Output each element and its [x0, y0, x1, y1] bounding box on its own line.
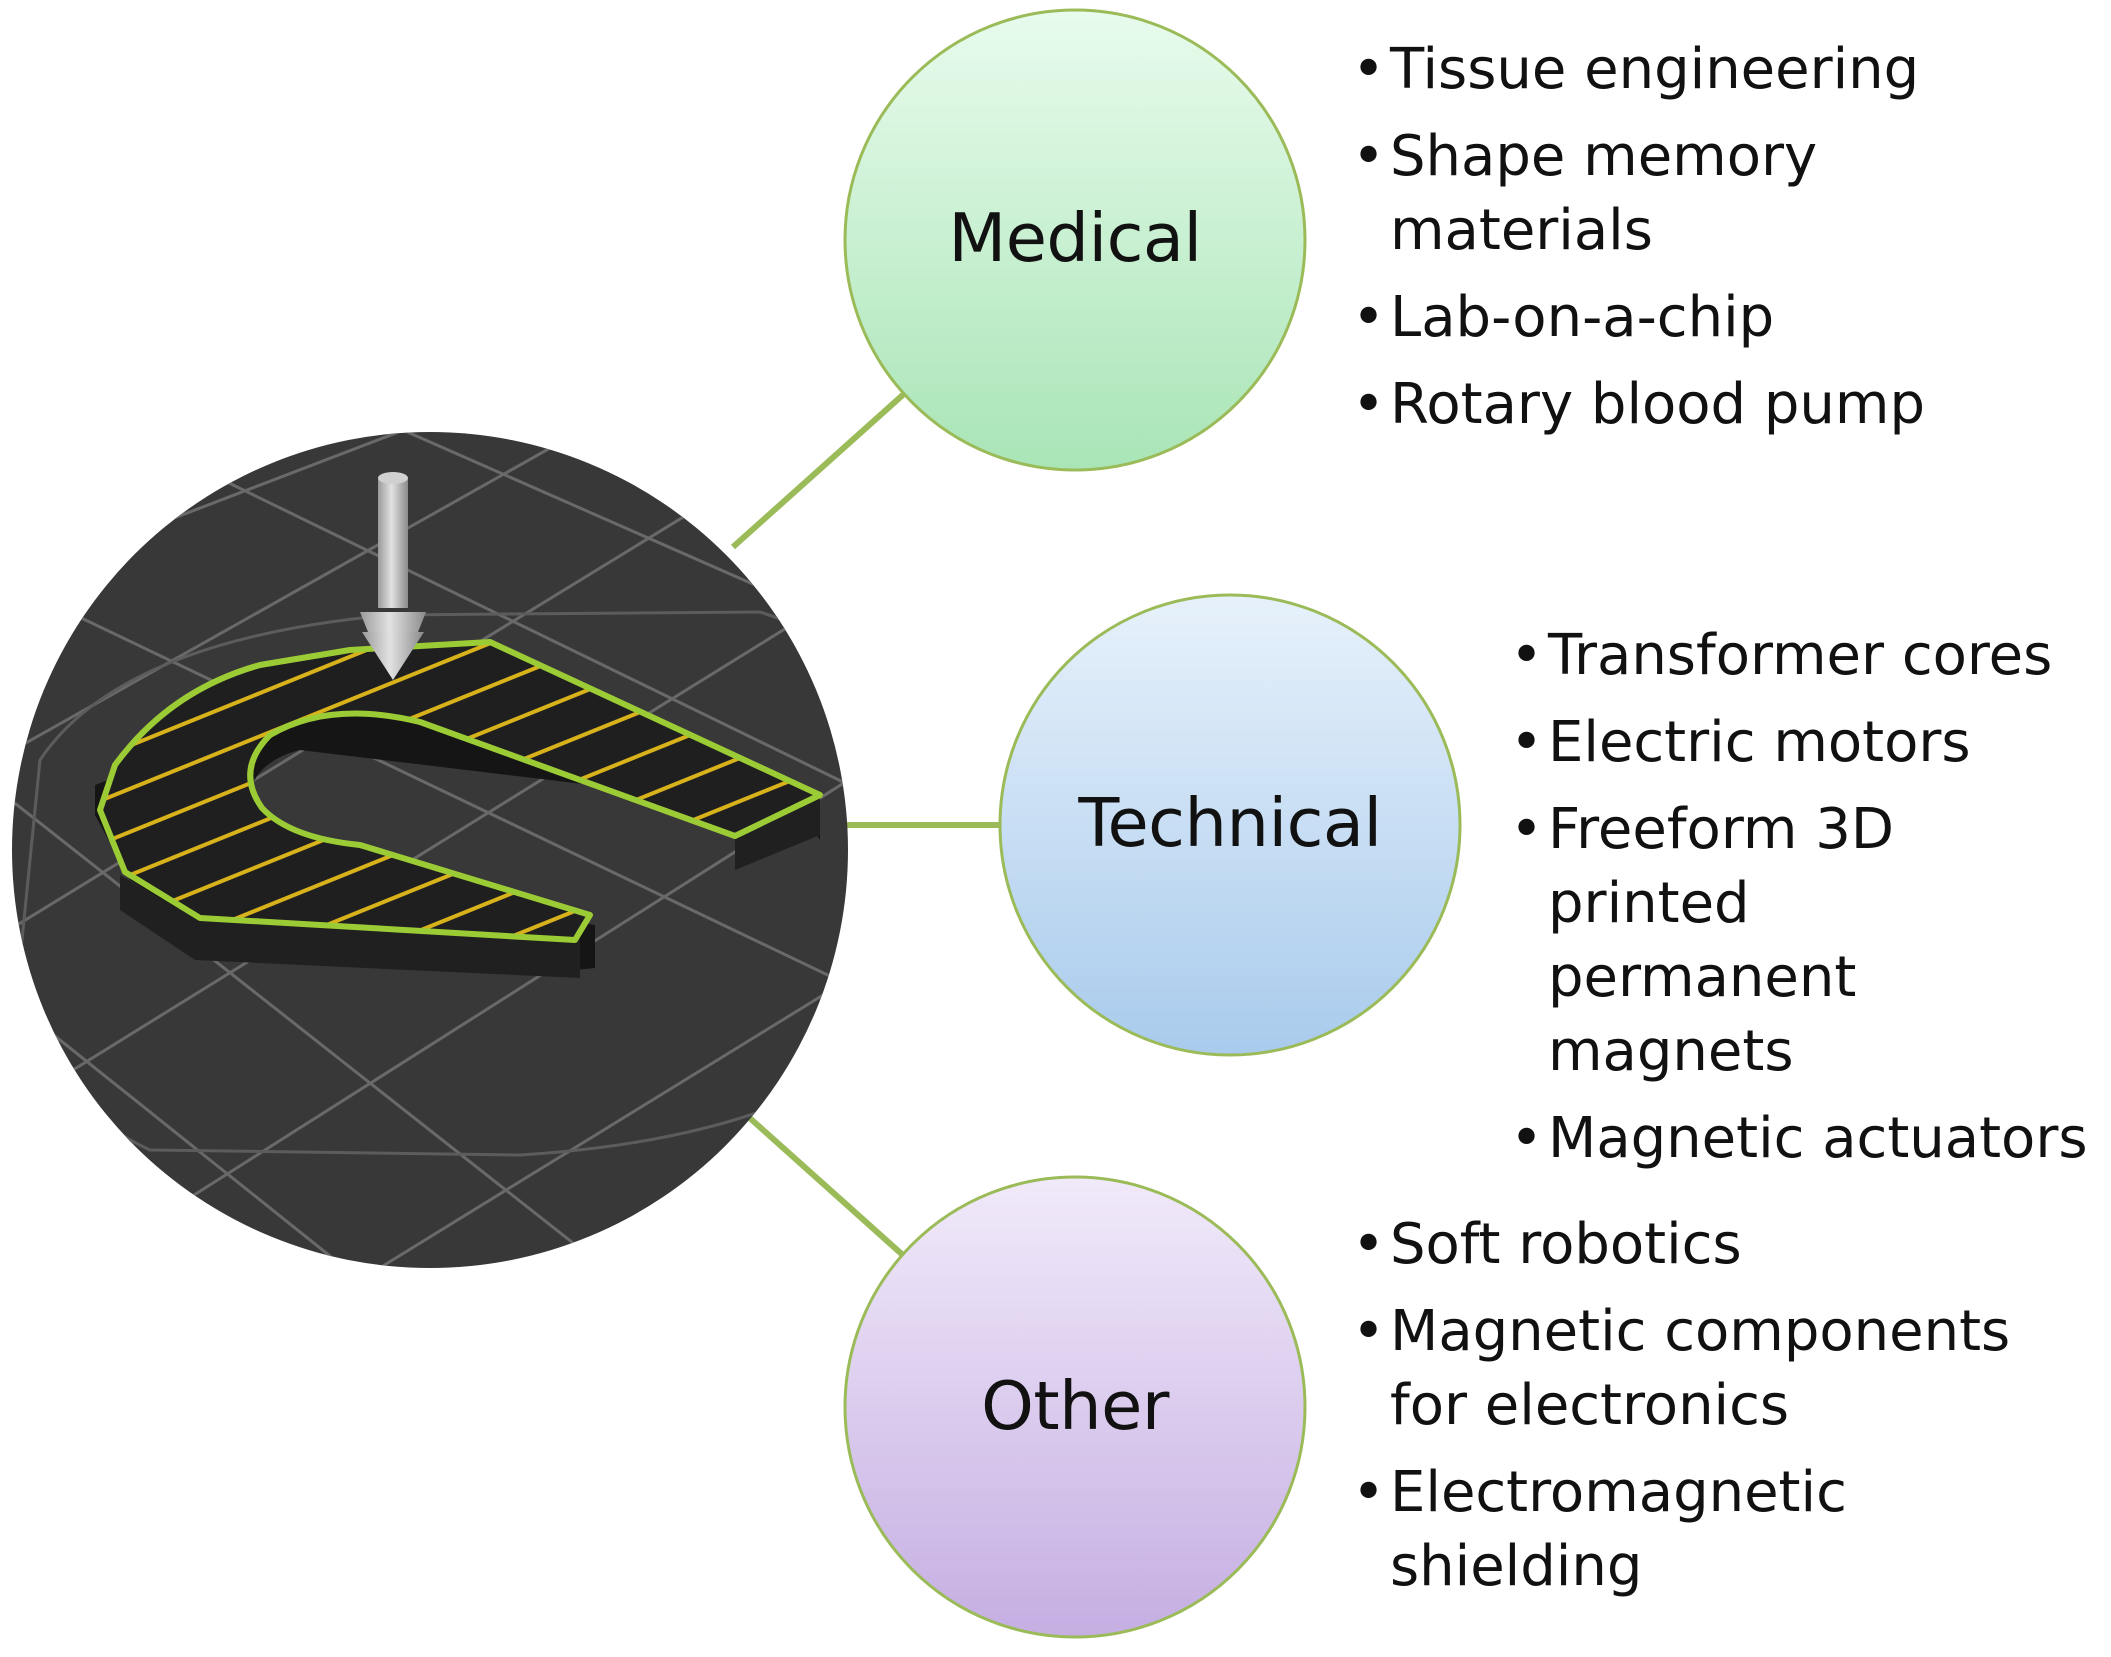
3d-printing-horseshoe-magnet-image — [12, 432, 848, 1268]
technical-circle — [998, 593, 1462, 1057]
bullet-icon: • — [1352, 1460, 1386, 1525]
connector-other — [730, 1100, 908, 1260]
list-item: •Electric motors — [1510, 706, 2111, 780]
extruder-nozzle-icon — [360, 472, 426, 680]
bullet-icon: • — [1352, 37, 1386, 102]
list-item-text: Lab-on-a-chip — [1390, 285, 1775, 350]
list-item: •Freeform 3D printed permanent magnets — [1510, 793, 2111, 1089]
technical-label: Technical — [1078, 784, 1382, 862]
list-item: •Magnetic components for electronics — [1352, 1295, 2010, 1443]
medical-circle — [843, 8, 1307, 472]
bullet-icon: • — [1352, 124, 1386, 189]
horseshoe-front-wall — [120, 875, 580, 978]
list-item-text: Electromagnetic shielding — [1390, 1460, 1847, 1599]
bullet-icon: • — [1352, 1299, 1386, 1364]
list-item: •Electromagnetic shielding — [1352, 1456, 2010, 1604]
list-item: •Soft robotics — [1352, 1208, 2010, 1282]
list-item: •Transformer cores — [1510, 619, 2111, 693]
medical-label: Medical — [948, 199, 1202, 277]
other-circle — [843, 1175, 1307, 1639]
connector-medical — [730, 390, 908, 550]
list-item: •Lab-on-a-chip — [1352, 281, 1925, 355]
list-item-text: Rotary blood pump — [1390, 372, 1926, 437]
list-item: •Magnetic actuators — [1510, 1102, 2111, 1176]
bullet-icon: • — [1510, 1106, 1544, 1171]
bullet-icon: • — [1510, 623, 1544, 688]
list-item-text: Soft robotics — [1390, 1212, 1742, 1277]
bullet-icon: • — [1352, 1212, 1386, 1277]
other-applications-list: •Soft robotics •Magnetic components for … — [1352, 1208, 2010, 1617]
other-label: Other — [981, 1367, 1169, 1445]
list-item: •Rotary blood pump — [1352, 368, 1925, 442]
bullet-icon: • — [1510, 797, 1544, 862]
connector-lines — [730, 390, 1000, 1260]
medical-applications-list: •Tissue engineering •Shape memory materi… — [1352, 33, 1925, 455]
list-item: •Tissue engineering — [1352, 33, 1925, 107]
technical-applications-list: •Transformer cores •Electric motors •Fre… — [1510, 619, 2111, 1189]
list-item: •Shape memory materials — [1352, 120, 1925, 268]
list-item-text: Shape memory materials — [1390, 124, 1818, 263]
bullet-icon: • — [1352, 285, 1386, 350]
list-item-text: Freeform 3D printed permanent magnets — [1548, 797, 1894, 1084]
horseshoe-right-wall — [735, 798, 820, 870]
list-item-text: Magnetic actuators — [1548, 1106, 2088, 1171]
list-item-text: Tissue engineering — [1390, 37, 1920, 102]
list-item-text: Magnetic components for electronics — [1390, 1299, 2011, 1438]
bullet-icon: • — [1510, 710, 1544, 775]
horseshoe-top — [97, 639, 823, 943]
list-item-text: Electric motors — [1548, 710, 1971, 775]
bullet-icon: • — [1352, 372, 1386, 437]
list-item-text: Transformer cores — [1548, 623, 2053, 688]
